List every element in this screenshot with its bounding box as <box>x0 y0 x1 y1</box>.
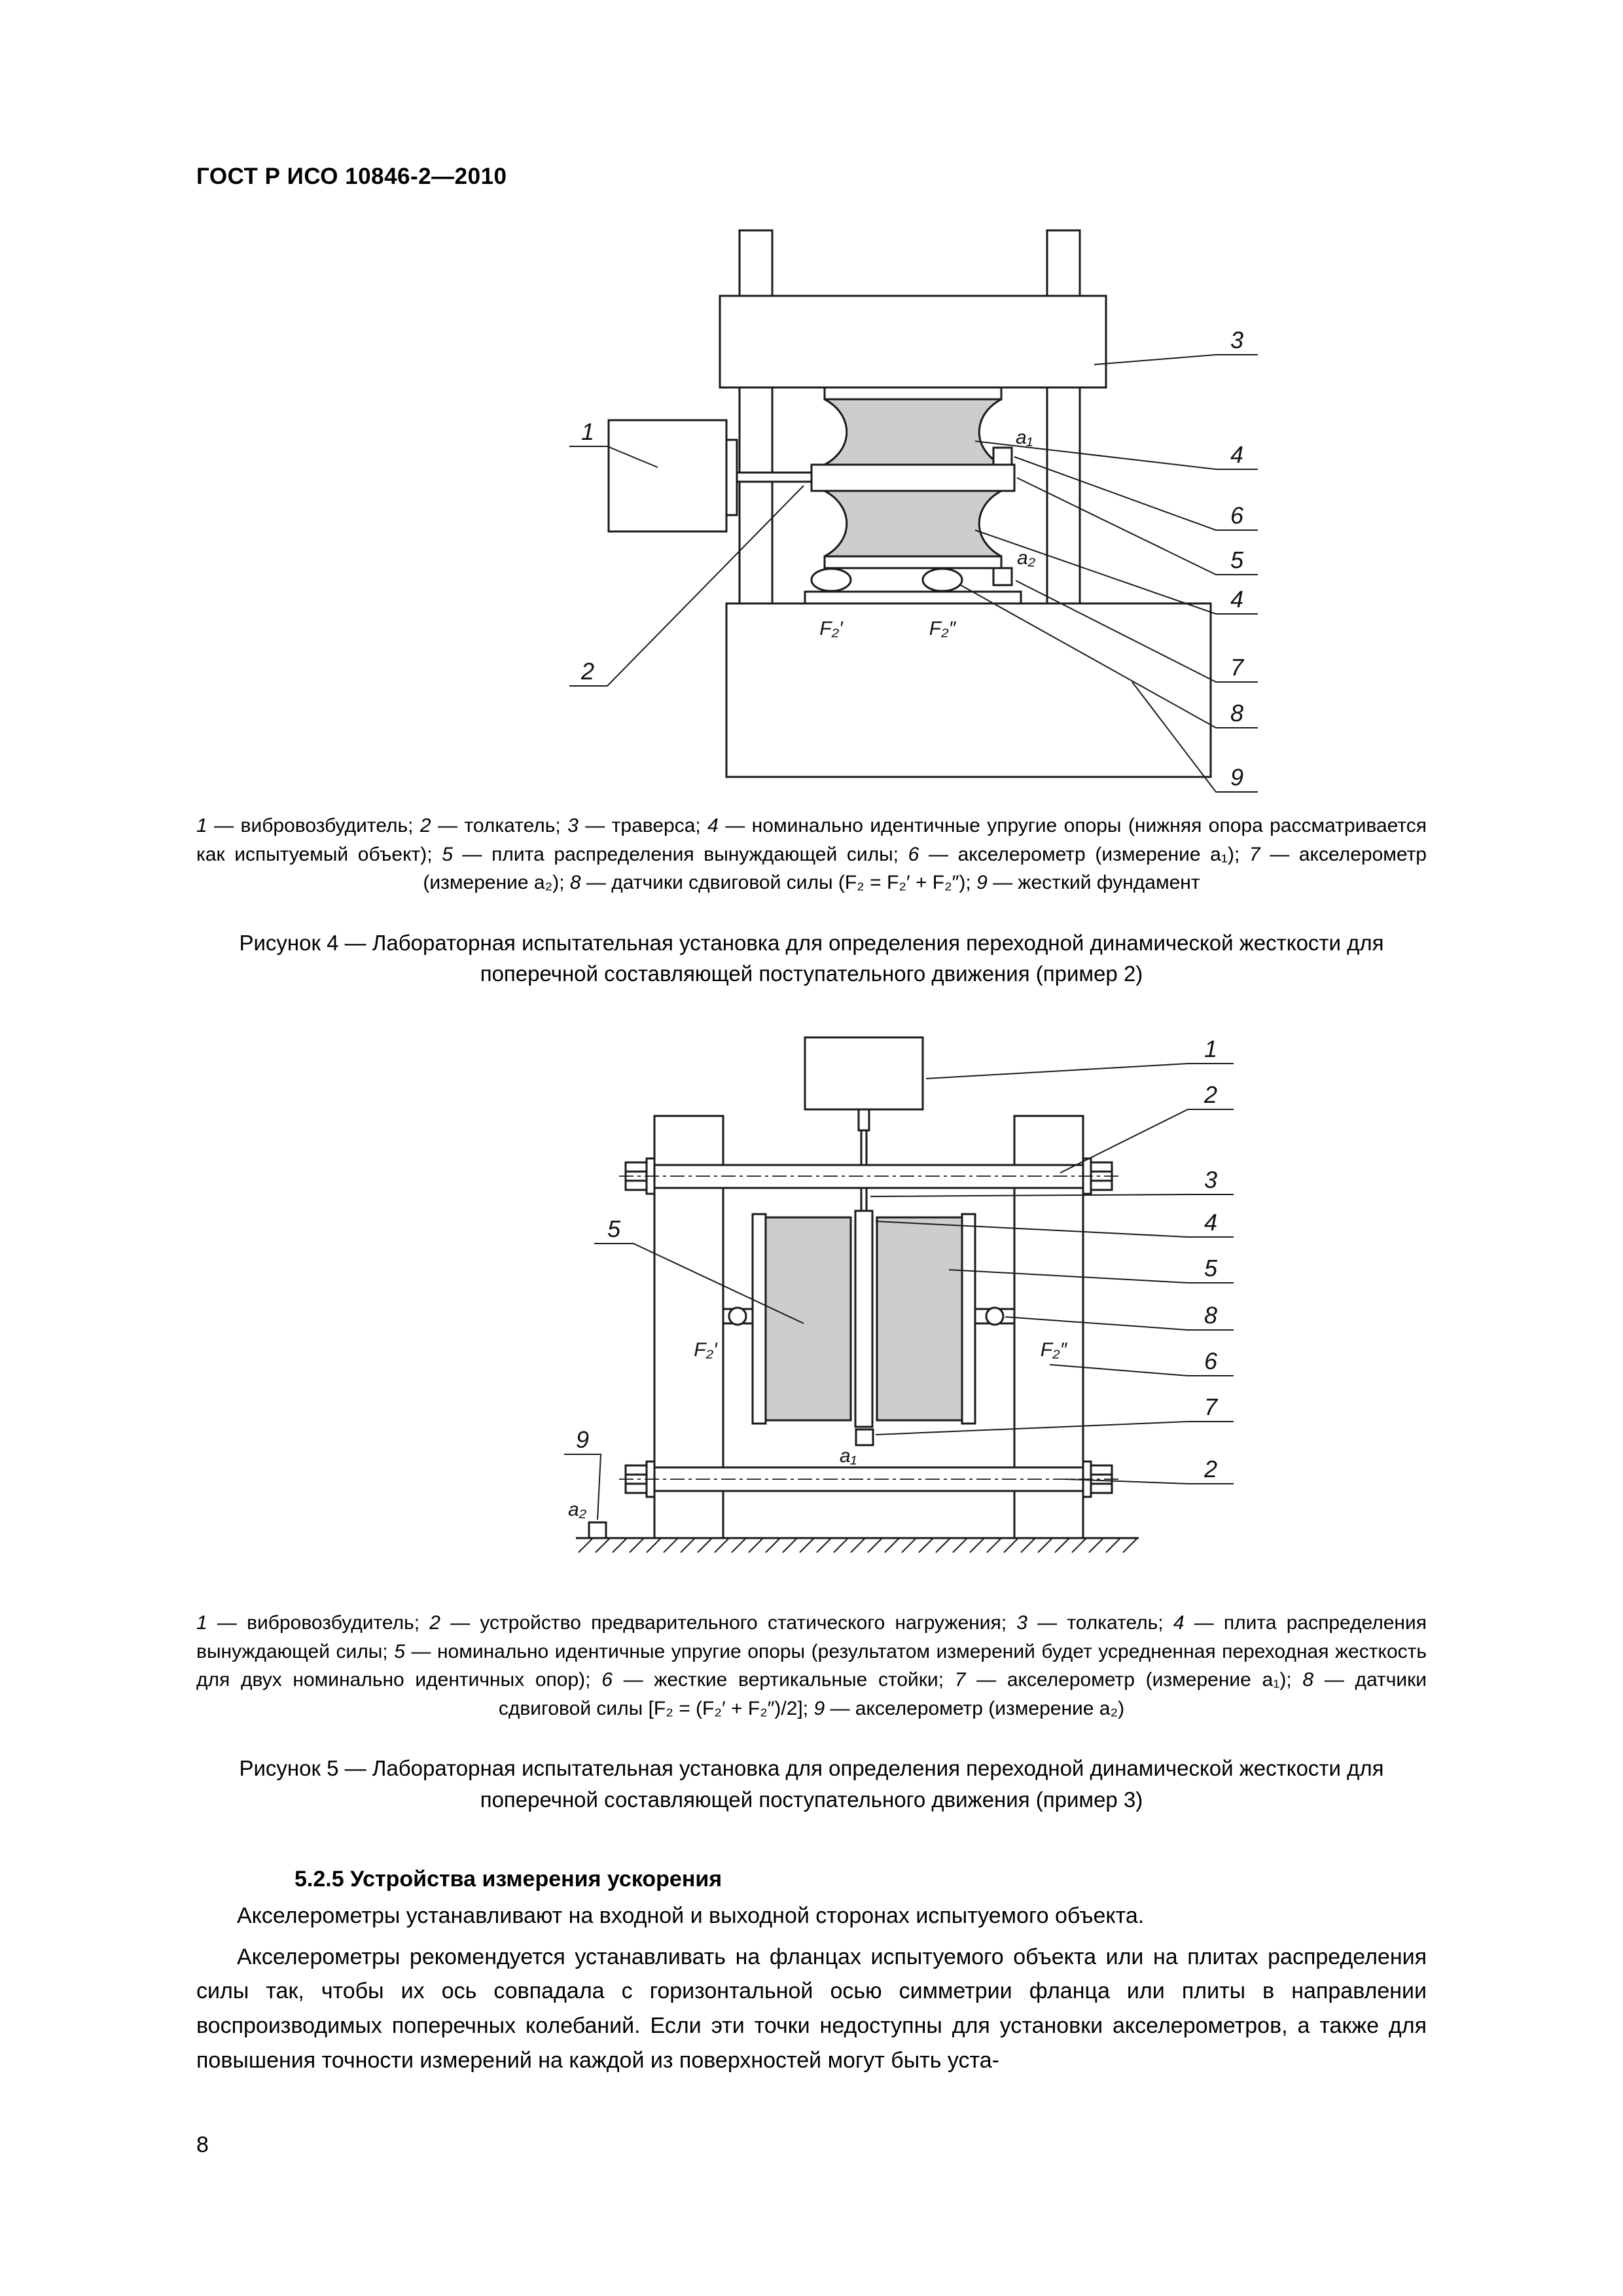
fig5-mark-f2-right: F₂″ <box>1041 1339 1068 1361</box>
section-heading: 5.2.5 Устройства измерения ускорения <box>294 1866 722 1892</box>
fig4-callout-exciter: 1 <box>581 418 594 445</box>
accelerometer-a1-cube <box>855 1428 874 1446</box>
traverse-beam <box>719 295 1107 389</box>
force-distribution-plate <box>810 463 1016 492</box>
fig5-mark-f2-left: F₂′ <box>694 1339 718 1361</box>
fig4-callout-accel1: 6 <box>1230 502 1244 529</box>
outer-plate-left <box>751 1213 767 1425</box>
fig4-callout-mount-top: 4 <box>1230 441 1243 468</box>
fig5-mark-a2: a₂ <box>568 1499 587 1520</box>
body-paragraph: Акселерометры рекомендуется устанавливат… <box>196 1944 1427 2073</box>
top-post-right <box>1046 229 1081 297</box>
fig5-callout-mount-left: 5 <box>607 1215 621 1242</box>
figure4-diagram: 3 4 6 5 4 7 8 9 1 2 a₁ a₂ F₂′ F₂″ <box>569 229 1258 793</box>
fig5-mark-a1: a₁ <box>840 1445 857 1467</box>
exciter-rod <box>860 1129 868 1166</box>
pusher-rod <box>736 471 813 483</box>
force-distribution-plate <box>854 1210 874 1428</box>
fig4-callout-traverse: 3 <box>1230 327 1243 353</box>
exciter-flange <box>725 439 738 516</box>
foundation-block <box>725 602 1212 778</box>
force-sensor-right <box>975 1306 1014 1326</box>
lower-flange-plate <box>823 555 1003 569</box>
fig5-callout-sensors: 8 <box>1204 1302 1217 1329</box>
fig4-mark-f2-right: F₂″ <box>929 618 957 639</box>
base-plate <box>804 590 1022 605</box>
column-left <box>738 386 774 605</box>
figure5-caption: Рисунок 5 — Лабораторная испытательная у… <box>239 1756 1384 1812</box>
force-sensor-right <box>921 567 963 592</box>
accelerometer-a2-cube <box>588 1521 607 1539</box>
fig5-callout-preload-bottom: 2 <box>1204 1456 1217 1482</box>
fig4-mark-a2: a₂ <box>1017 547 1036 569</box>
figure4-legend: 1 — вибровозбудитель; 2 — толкатель; 3 —… <box>196 815 1427 893</box>
fig5-callout-columns: 6 <box>1204 1348 1218 1374</box>
fig5-callout-accel1: 7 <box>1204 1393 1219 1420</box>
exciter-box <box>607 419 728 533</box>
upper-flange-plate <box>823 386 1003 401</box>
top-post-left <box>738 229 774 297</box>
accelerometer-a2-cube <box>992 567 1013 586</box>
fig4-callout-accel2: 7 <box>1230 654 1245 681</box>
elastic-mount-bottom <box>824 490 1002 558</box>
fig5-callout-exciter: 1 <box>1204 1035 1217 1062</box>
fig4-callout-mount-bottom: 4 <box>1230 586 1243 613</box>
accelerometer-a1-cube <box>992 446 1013 466</box>
fig5-callout-leaders <box>564 1063 1234 1520</box>
fig4-callout-pusher: 2 <box>580 658 594 685</box>
fig4-callout-plate: 5 <box>1230 547 1244 573</box>
fig5-callout-pusher: 3 <box>1204 1166 1217 1193</box>
fig4-callout-leaders <box>569 354 1258 793</box>
fig5-callout-preload-top: 2 <box>1204 1081 1217 1108</box>
pusher-rod <box>860 1187 868 1213</box>
page-number: 8 <box>196 2132 209 2157</box>
figure5-legend: 1 — вибровозбудитель; 2 — устройство пре… <box>196 1612 1427 1719</box>
elastic-mount-top <box>824 398 1002 466</box>
exciter-box <box>804 1036 924 1111</box>
fig4-callout-foundation: 9 <box>1230 764 1243 791</box>
fig5-callout-mount-right: 5 <box>1204 1255 1218 1282</box>
fig5-callout-plate: 4 <box>1204 1209 1217 1236</box>
elastic-mount-right <box>876 1216 963 1422</box>
figure4-caption: Рисунок 4 — Лабораторная испытательная у… <box>239 930 1384 986</box>
elastic-mount-left <box>764 1216 852 1422</box>
document-code: ГОСТ Р ИСО 10846-2—2010 <box>196 164 507 189</box>
fig4-callout-sensors: 8 <box>1230 700 1243 726</box>
outer-plate-right <box>961 1213 976 1425</box>
ground-hatching <box>578 1537 1138 1553</box>
force-sensor-left <box>810 567 852 592</box>
fig4-mark-f2-left: F₂′ <box>819 618 844 639</box>
figure5-diagram: 1 2 3 4 5 8 6 7 2 5 9 F₂′ F₂″ a₁ a₂ <box>564 1035 1234 1553</box>
fig4-mark-a1: a₁ <box>1016 427 1033 448</box>
fig5-callout-accel2: 9 <box>576 1426 589 1453</box>
body-paragraph: Акселерометры устанавливают на входной и… <box>237 1903 1145 1928</box>
force-sensor-left <box>723 1306 753 1326</box>
exciter-stem <box>857 1108 870 1132</box>
